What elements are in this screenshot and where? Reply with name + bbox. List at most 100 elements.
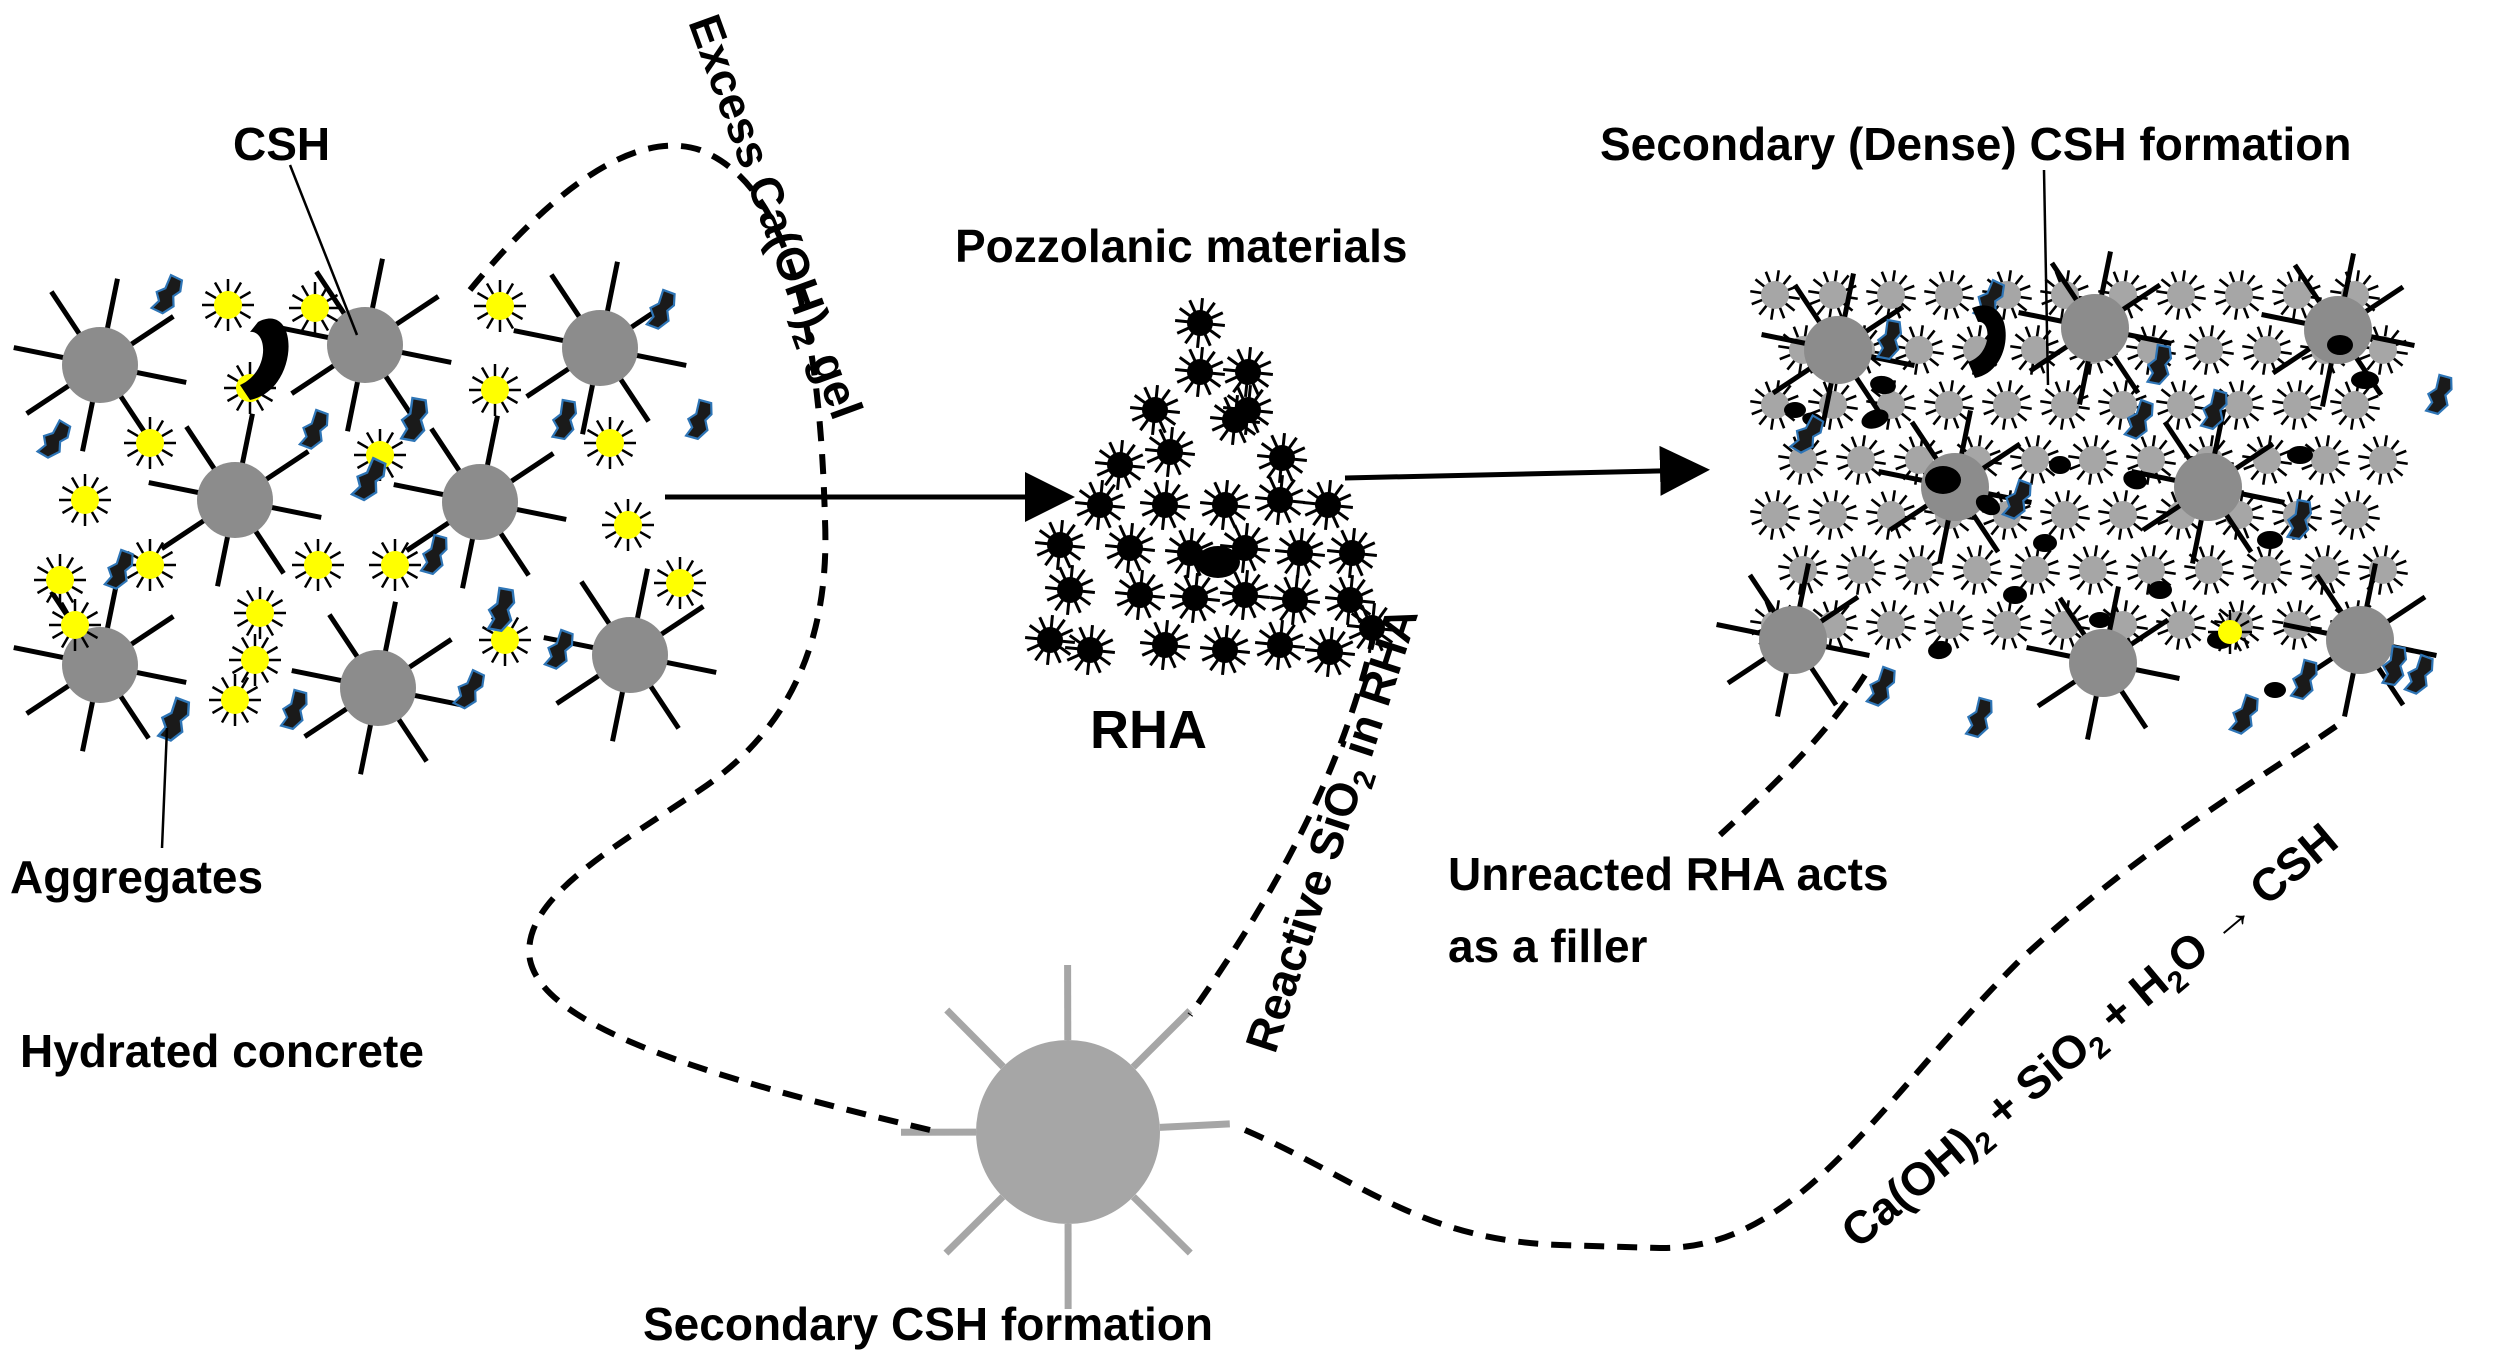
- csh-particle: [2131, 410, 2285, 564]
- calcium-hydroxide-crystal: [229, 634, 281, 686]
- secondary-csh-small-particle: [1924, 600, 1974, 650]
- rha-clump: [1196, 546, 1240, 578]
- aggregate-particle: [399, 396, 429, 443]
- secondary-csh-small-particle: [1894, 545, 1944, 595]
- pozzolanic-materials-label: Pozzolanic materials: [955, 220, 1408, 272]
- csh-particle: [13, 278, 187, 452]
- aggregates-leader-line: [160, 727, 169, 849]
- secondary-csh-small-particle: [2184, 325, 2234, 375]
- secondary-csh-small-particle: [2010, 545, 2060, 595]
- secondary-csh-small-particle: [2272, 380, 2322, 430]
- secondary-csh-small-particle: [2040, 270, 2090, 320]
- secondary-csh-small-particle: [2184, 545, 2234, 595]
- secondary-csh-small-particle: [2358, 435, 2408, 485]
- aggregate-particle: [2289, 658, 2318, 701]
- secondary-csh-small-particle: [2242, 435, 2292, 485]
- secondary-csh-small-particle: [1982, 380, 2032, 430]
- secondary-csh-small-particle: [2126, 435, 2176, 485]
- secondary-csh-small-particle: [1866, 600, 1916, 650]
- aggregate-particle: [149, 273, 184, 315]
- aggregate-particle: [1788, 413, 1825, 454]
- csh-particle: [2283, 563, 2437, 717]
- calcium-hydroxide-crystal: [654, 557, 706, 609]
- rha-filler-particle: [2264, 682, 2286, 698]
- rha-filler-particle: [2351, 371, 2379, 389]
- rha-filler-particle: [2033, 534, 2057, 552]
- unreacted-rha-label-line2: as a filler: [1448, 920, 1648, 972]
- rha-filler-particle: [1975, 494, 2001, 516]
- csh-particle: [148, 413, 322, 587]
- secondary-csh-small-particle: [1982, 600, 2032, 650]
- reactive-sio2-dashed-path: [1187, 629, 1378, 1017]
- reaction-dashed-path: [1243, 717, 2347, 1252]
- aggregate-particle: [1964, 696, 1993, 739]
- secondary-csh-small-particle: [1808, 490, 1858, 540]
- hydrated-concrete-panel: [13, 258, 717, 775]
- rha-label: RHA: [1090, 700, 1207, 760]
- rha-particle: [1302, 479, 1354, 531]
- rha-particle: [1254, 474, 1306, 526]
- rha-filler-particle: [2003, 586, 2027, 604]
- csh-particle: [13, 578, 187, 752]
- dense-csh-panel: [1716, 251, 2453, 740]
- aggregate-particle: [2285, 498, 2313, 541]
- rha-particle: [1139, 479, 1191, 531]
- rha-filler-particle: [2049, 456, 2071, 474]
- reactive-sio2-label: Reactive SiO2 in RHA: [1235, 601, 1435, 1061]
- csh-particle: [2026, 586, 2180, 740]
- rha-particle: [1174, 346, 1226, 398]
- secondary-csh-small-particle: [1924, 380, 1974, 430]
- calcium-hydroxide-crystal: [584, 417, 636, 469]
- aggregate-particle: [486, 586, 516, 633]
- aggregate-particle: [684, 398, 713, 441]
- aggregate-particle: [419, 533, 448, 576]
- aggregate-particle: [279, 688, 308, 731]
- csh-particle: [2018, 251, 2172, 405]
- rha-pile: [1024, 297, 1398, 678]
- secondary-csh-small-particle: [2068, 545, 2118, 595]
- rha-particle: [1274, 527, 1326, 579]
- csh-label: CSH: [233, 118, 330, 170]
- rha-filler-particle: [2089, 612, 2111, 628]
- calcium-hydroxide-crystal: [59, 474, 111, 526]
- secondary-csh-small-particle: [2242, 325, 2292, 375]
- aggregate-particle: [2122, 398, 2154, 440]
- secondary-csh-small-particle: [2330, 380, 2380, 430]
- aggregate-particle: [1875, 318, 1903, 361]
- secondary-dense-csh-label: Secondary (Dense) CSH formation: [1600, 118, 2351, 170]
- rha-particle: [1094, 439, 1146, 491]
- calcium-hydroxide-crystal: [479, 614, 531, 666]
- rha-filler-particle: [2327, 335, 2353, 355]
- calcium-hydroxide-crystal: [202, 279, 254, 331]
- calcium-hydroxide-crystal: [369, 539, 421, 591]
- csh-particle: [2261, 253, 2415, 407]
- rha-filler-particle: [2287, 446, 2313, 464]
- calcium-hydroxide-crystal: [234, 587, 286, 639]
- unreacted-rha-label-line1: Unreacted RHA acts: [1448, 848, 1889, 900]
- arrow-to-dense-csh: [1344, 445, 1710, 496]
- calcium-hydroxide-crystal: [289, 282, 341, 334]
- unreacted-rha-dashed-leader: [1717, 673, 1868, 838]
- rha-particle: [1269, 574, 1321, 626]
- secondary-csh-small-particle: [2156, 270, 2206, 320]
- rha-particle: [1104, 522, 1156, 574]
- rha-particle: [1139, 619, 1191, 671]
- csh-leader-line: [288, 164, 359, 336]
- csh-particle: [543, 568, 717, 742]
- csh-particle: [393, 415, 567, 589]
- aggregate-particle: [644, 288, 676, 330]
- secondary-csh-small-particle: [2330, 490, 2380, 540]
- secondary-csh-particle: [900, 964, 1230, 1310]
- csh-particle: [513, 261, 687, 435]
- rha-particle: [1209, 394, 1261, 446]
- secondary-csh-small-particle: [1750, 270, 1800, 320]
- aggregate-particle: [550, 398, 578, 441]
- secondary-csh-small-particle: [2068, 435, 2118, 485]
- secondary-csh-small-particle: [1952, 545, 2002, 595]
- excess-gel-label: Excess Ca(OH)2 gel: [672, 8, 873, 428]
- aggregate-particle: [1864, 665, 1896, 707]
- secondary-csh-small-particle: [2358, 545, 2408, 595]
- csh-particle: [1761, 273, 1915, 427]
- aggregate-particle: [2402, 653, 2434, 695]
- rha-particle: [1114, 569, 1166, 621]
